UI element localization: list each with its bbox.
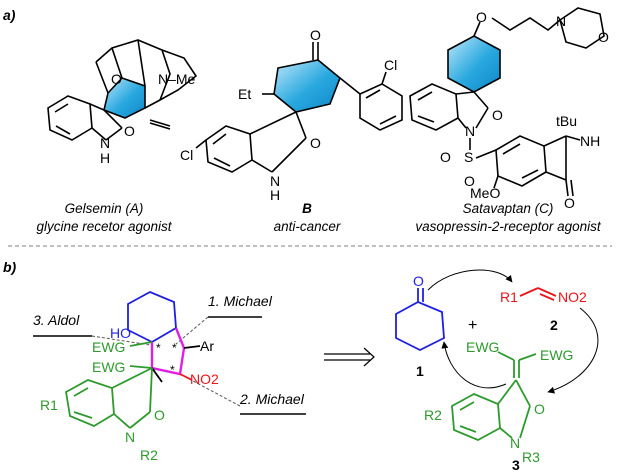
compound-b-indole-cl: Cl xyxy=(180,147,193,163)
compound-b-cyan-ring xyxy=(273,59,341,113)
compound-c-sulfonyl-o1: O xyxy=(440,149,451,165)
retro-stereo-3: * xyxy=(170,363,175,377)
compound-a-ether-o: O xyxy=(111,71,122,87)
retro-cyclohexane xyxy=(127,291,177,344)
compound-1-o: O xyxy=(413,273,424,289)
compound-c-sulfonyl-o2: O xyxy=(464,173,475,189)
compound-a-nme: N–Me xyxy=(158,71,196,87)
compound-b-h: H xyxy=(270,187,280,203)
compound-c-name: Satavaptan (C) xyxy=(463,201,554,216)
compound-a-description: glycine recetor agonist xyxy=(36,219,172,234)
compound-c-morpholine-n: N xyxy=(556,13,566,29)
compound-3-structure xyxy=(451,351,537,441)
retro-ho: HO xyxy=(110,325,131,341)
retro-step-1: 1. Michael xyxy=(208,293,273,309)
compound-3-n: N xyxy=(510,435,520,451)
retro-step-3: 3. Aldol xyxy=(33,312,80,328)
compound-1-label: 1 xyxy=(416,363,424,379)
panel-a-label: a) xyxy=(3,7,16,23)
compound-a-structure xyxy=(47,39,198,141)
compound-c-methoxy: MeO xyxy=(470,185,500,201)
compound-b-ethyl: Et xyxy=(238,86,251,102)
compound-c-n: N xyxy=(465,123,475,139)
compound-c-ether-o: O xyxy=(476,9,487,25)
compound-c-morpholine-o: O xyxy=(598,29,609,45)
retro-r1: R1 xyxy=(40,397,58,413)
retro-carbonyl-o: O xyxy=(154,407,165,423)
compound-3-ewg-1: EWG xyxy=(466,339,499,355)
retro-step-2: 2. Michael xyxy=(239,391,305,407)
retro-no2: NO2 xyxy=(190,371,219,387)
compound-2-no2: NO2 xyxy=(558,289,587,305)
compound-b-description: anti-cancer xyxy=(274,219,341,234)
plus-sign: + xyxy=(468,317,477,334)
compound-2-structure xyxy=(519,287,557,301)
curved-reaction-arrows xyxy=(427,269,599,394)
compound-b-name: B xyxy=(302,201,312,216)
compound-b-carbonyl-o: O xyxy=(310,135,321,151)
compound-2-label: 2 xyxy=(550,317,558,333)
compound-3-label: 3 xyxy=(512,457,520,472)
compound-c-tbu: tBu xyxy=(556,113,577,129)
compound-3-r2: R2 xyxy=(424,407,442,423)
compound-3-r3: R3 xyxy=(522,449,540,465)
retro-ewg-2: EWG xyxy=(92,359,125,375)
compound-1-structure xyxy=(395,288,445,352)
compound-a-h: H xyxy=(100,150,110,166)
compound-c-description: vasopressin-2-receptor agonist xyxy=(415,219,602,234)
retro-ewg-1: EWG xyxy=(92,339,125,355)
compound-c-carbonyl-o: O xyxy=(492,107,503,123)
compound-a-name: Gelsemin (A) xyxy=(65,201,144,216)
compound-b-ketone-o: O xyxy=(310,27,321,43)
retro-stereo-2: * xyxy=(172,341,177,355)
compound-b-aryl-cl: Cl xyxy=(384,57,397,73)
compound-c-cyan-ring xyxy=(447,35,501,93)
compound-3-carbonyl-o: O xyxy=(534,401,545,417)
compound-b-n: N xyxy=(270,173,280,189)
retro-stereo-1: * xyxy=(156,341,161,355)
panel-b-label: b) xyxy=(3,259,17,275)
compound-c-structure xyxy=(409,7,605,197)
retro-n: N xyxy=(125,429,135,445)
compound-a-carbonyl-o: O xyxy=(124,123,135,139)
compound-3-ewg-2: EWG xyxy=(540,347,573,363)
retro-r2: R2 xyxy=(140,447,158,463)
compound-2-r1: R1 xyxy=(500,289,518,305)
compound-a-n: N xyxy=(100,135,110,151)
compound-c-sulfur: S xyxy=(464,149,473,165)
retrosynthesis-arrow xyxy=(324,347,375,367)
compound-b-structure xyxy=(195,42,403,173)
compound-c-amide-o: O xyxy=(564,195,575,211)
compound-c-nh: NH xyxy=(580,133,600,149)
retro-product-structure xyxy=(65,291,201,429)
retro-ar: Ar xyxy=(200,338,214,354)
